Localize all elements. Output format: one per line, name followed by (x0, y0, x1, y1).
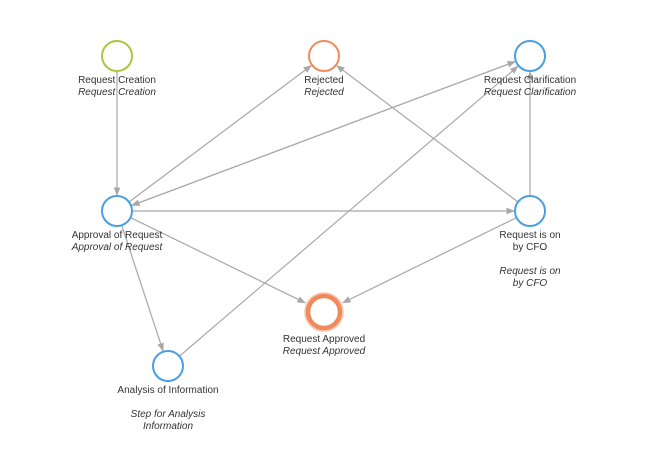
node-request-creation-label: Request Creation Request Creation (57, 75, 177, 99)
node-analysis-of-information-label: Analysis of Information Step for Analysi… (103, 385, 233, 433)
edge-analysis-of-information-to-request-clarification[interactable] (179, 65, 519, 357)
node-request-approved-halo (304, 292, 344, 332)
node-request-approved-circle[interactable] (305, 293, 343, 331)
node-title: Request Approved (282, 334, 366, 345)
node-approval-of-request-circle[interactable] (101, 195, 133, 227)
edge-approval-of-request-to-rejected[interactable] (128, 65, 312, 203)
nodes-layer (101, 40, 546, 382)
node-rejected-circle[interactable] (308, 40, 340, 72)
node-title: Rejected (304, 75, 344, 86)
edge-request-clarification-to-approval-of-request[interactable] (131, 60, 517, 206)
node-subtitle: Approval of Request (71, 242, 163, 253)
node-subtitle: Request Clarification (483, 87, 577, 98)
edge-approval-of-request-to-analysis-of-information[interactable] (121, 225, 164, 352)
node-subtitle-line1: Step for Analysis (130, 409, 206, 420)
node-subtitle-line2: Information (142, 421, 194, 432)
edges-layer (113, 60, 534, 357)
node-request-clarification-label: Request Clarification Request Clarificat… (460, 75, 600, 99)
node-title-line2: by CFO (512, 242, 548, 253)
node-subtitle-line2: by CFO (512, 278, 548, 289)
node-request-approved-label: Request Approved Request Approved (264, 334, 384, 358)
edge-request-on-cfo-to-rejected[interactable] (336, 65, 519, 203)
node-rejected-label: Rejected Rejected (264, 75, 384, 99)
node-request-clarification-circle[interactable] (514, 40, 546, 72)
node-request-creation-circle[interactable] (101, 40, 133, 72)
node-subtitle: Rejected (304, 87, 344, 98)
node-subtitle: Request Approved (282, 346, 366, 357)
node-subtitle-line1: Request is on (499, 266, 561, 277)
edge-request-on-cfo-to-request-approved[interactable] (342, 217, 517, 304)
node-title: Approval of Request (71, 230, 163, 241)
node-title: Request Clarification (483, 75, 577, 86)
node-title-line1: Request is on (499, 230, 561, 241)
edge-approval-of-request-to-request-approved[interactable] (130, 217, 306, 304)
node-request-on-cfo-circle[interactable] (514, 195, 546, 227)
node-analysis-of-information-circle[interactable] (152, 350, 184, 382)
node-request-on-cfo-label: Request is on by CFO Request is on by CF… (470, 230, 590, 290)
node-title: Request Creation (78, 75, 156, 86)
node-title: Analysis of Information (117, 385, 219, 396)
node-approval-of-request-label: Approval of Request Approval of Request (57, 230, 177, 254)
node-subtitle: Request Creation (78, 87, 156, 98)
